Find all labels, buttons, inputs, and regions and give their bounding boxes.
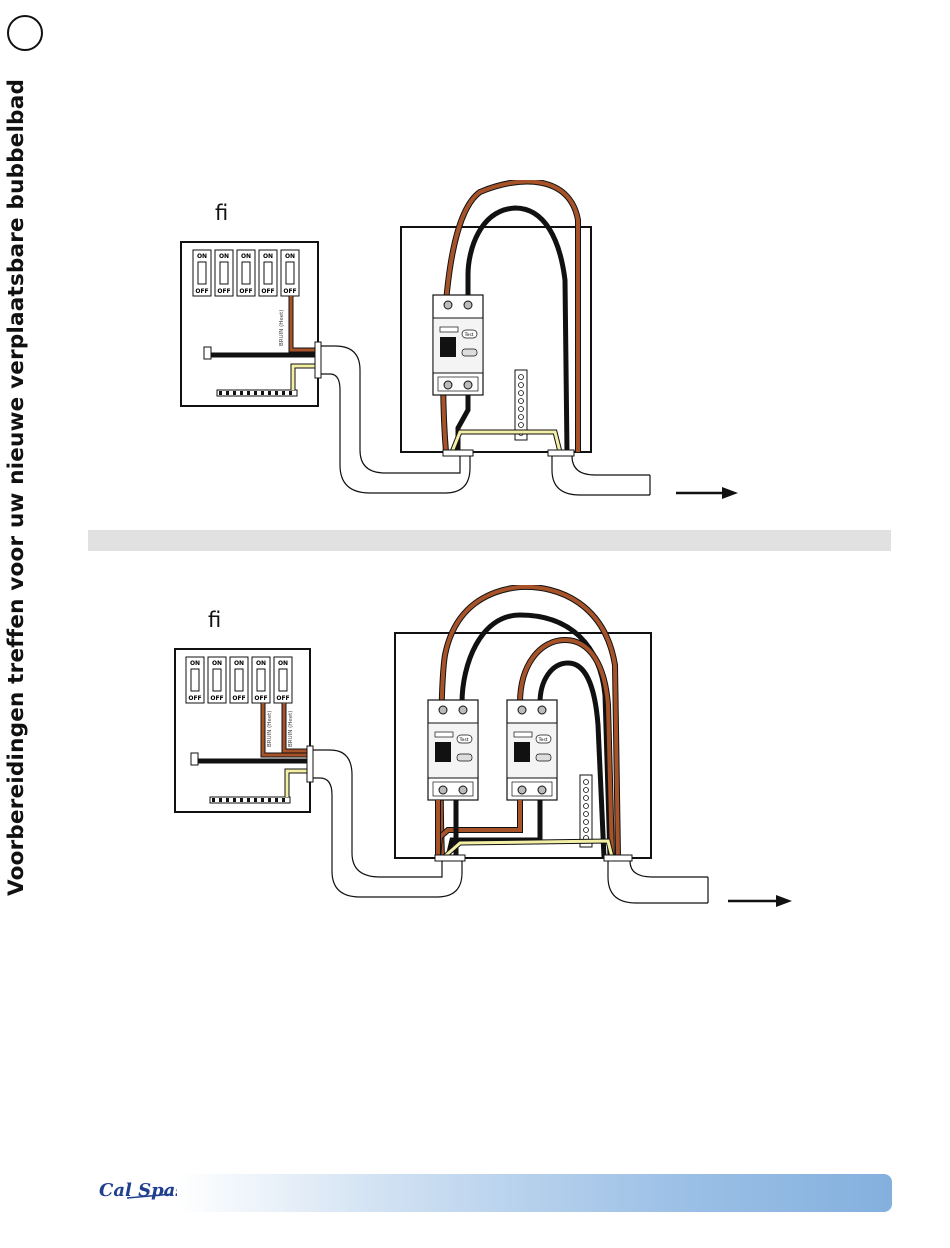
svg-text:OFF: OFF [283,288,296,295]
conduit-fitting-sub-left [443,450,473,456]
conduit-fitting-sub-right [548,450,574,456]
svg-text:ON: ON [190,660,200,667]
svg-text:ON: ON [256,660,266,667]
fi-marker: fi [208,608,221,632]
gfci-breaker-1: Test [428,700,478,800]
wiring-diagram-dual-gfci: fi ON OFF ON OFF ON OFF [0,585,950,915]
svg-text:ON: ON [285,253,295,260]
svg-text:ON: ON [234,660,244,667]
svg-text:Test: Test [459,737,469,743]
svg-text:OFF: OFF [254,695,267,702]
breaker-1: ON OFF [193,250,211,296]
svg-text:Test: Test [538,737,548,743]
svg-text:ON: ON [278,660,288,667]
neutral-terminal [191,753,198,765]
wire-label-1: BRUIN (Heet) [267,711,273,747]
svg-text:OFF: OFF [188,695,201,702]
breaker-2: ON OFF [208,657,226,703]
breaker-2: ON OFF [215,250,233,296]
svg-text:ON: ON [219,253,229,260]
gfci-breaker: Test [433,295,483,395]
breaker-4: ON OFF [252,657,270,703]
wire-label-2: BRUIN (Heet) [288,711,294,747]
breaker-3: ON OFF [237,250,255,296]
breaker-4: ON OFF [259,250,277,296]
conduit-fitting-sub-left [435,855,465,861]
svg-text:OFF: OFF [261,288,274,295]
svg-text:Cal Spas: Cal Spas [99,1180,177,1201]
wire-label: BRUIN (Heet) [279,310,285,346]
conduit-fitting-left [315,342,321,378]
breaker-1: ON OFF [186,657,204,703]
svg-text:OFF: OFF [239,288,252,295]
cal-spas-logo: Cal Spas [97,1172,177,1204]
breaker-row: ON OFF ON OFF ON OFF ON OFF [193,250,299,296]
conduit-fitting-sub-right [604,855,632,861]
sub-panel-neutral-bar [580,775,592,847]
breaker-3: ON OFF [230,657,248,703]
svg-text:ON: ON [263,253,273,260]
section-divider [88,530,891,551]
ground-bar [210,797,290,803]
ground-bar [217,390,297,396]
svg-text:OFF: OFF [217,288,230,295]
svg-text:ON: ON [241,253,251,260]
svg-text:OFF: OFF [195,288,208,295]
breaker-row: ON OFF ON OFF ON OFF ON OFF [186,657,292,703]
svg-text:OFF: OFF [232,695,245,702]
wiring-diagram-single-gfci: fi ON OFF ON OFF ON OFF [0,180,950,510]
svg-text:OFF: OFF [276,695,289,702]
svg-text:ON: ON [197,253,207,260]
gfci-breaker-2: Test [507,700,557,800]
neutral-terminal [204,347,211,359]
footer-bar [178,1174,892,1212]
svg-text:Test: Test [464,332,474,338]
page-number-badge [7,15,43,51]
svg-text:ON: ON [212,660,222,667]
svg-text:OFF: OFF [210,695,223,702]
breaker-5: ON OFF [274,657,292,703]
fi-marker: fi [215,201,228,225]
breaker-5: ON OFF [281,250,299,296]
conduit-fitting-left [307,746,313,782]
